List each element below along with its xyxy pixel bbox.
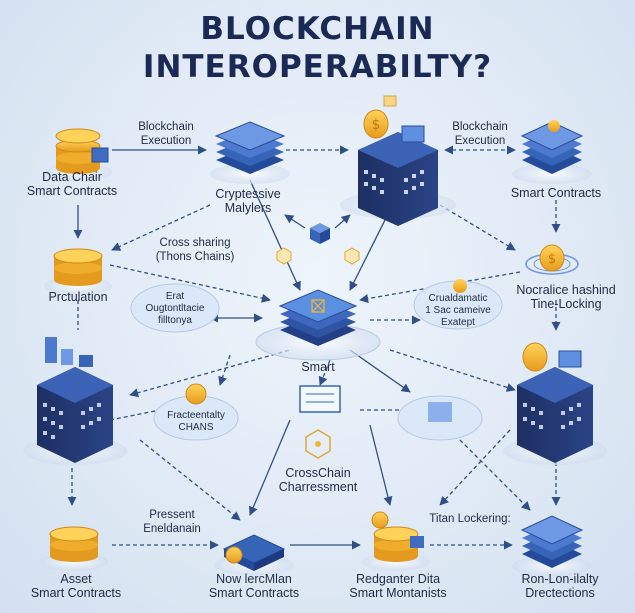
edge [111, 204, 211, 251]
hex-node-icon [276, 247, 292, 265]
small-cube-icon [310, 223, 330, 244]
server-building-icon [23, 337, 127, 465]
node-label: Prctulation [48, 290, 108, 304]
info-bubble [397, 395, 483, 441]
coin-stack-icon [44, 248, 112, 295]
chain-box-icon [299, 385, 341, 413]
edge [349, 349, 411, 393]
edge [449, 429, 531, 511]
central-hub-icon [255, 289, 381, 361]
edge [439, 429, 511, 506]
edge [359, 271, 521, 304]
node-label: Smart [301, 360, 335, 374]
edge [218, 354, 231, 386]
server-building-icon: $ [340, 95, 456, 226]
edge [389, 349, 516, 392]
edge [129, 349, 291, 398]
info-bubble [130, 283, 220, 333]
hex-node-icon [344, 247, 360, 265]
coin-stack-icon [362, 511, 430, 571]
page-title-line-1: BLOCKCHAIN [200, 11, 435, 47]
layer-stack-icon [512, 515, 592, 576]
coin-stack-icon [40, 526, 108, 571]
svg-text:$: $ [548, 252, 556, 267]
edge-label: Titan Lockering: [429, 513, 511, 525]
edge [284, 214, 306, 229]
svg-text:$: $ [372, 117, 381, 133]
coin-stack-icon [44, 128, 112, 181]
layer-stack-icon [512, 120, 592, 184]
edge [439, 204, 516, 251]
edge [318, 359, 331, 386]
layer-stack-icon [210, 121, 290, 184]
info-bubble [413, 279, 503, 330]
chip-icon [214, 534, 294, 575]
edge [139, 439, 241, 521]
node-label: Smart Contracts [510, 186, 602, 200]
server-building-icon [503, 342, 607, 465]
page-title-line-2: INTEROPERABILTY? [142, 49, 493, 85]
edge [248, 419, 291, 516]
edge [249, 179, 301, 291]
edge [109, 409, 161, 421]
edge [369, 424, 393, 506]
info-bubble [153, 383, 239, 441]
network-icon [305, 429, 331, 459]
edge [349, 209, 391, 291]
coin-disc-icon: $ [525, 244, 579, 275]
edge [334, 214, 351, 229]
edge-label: Cross sharing(Thons Chains) [155, 237, 235, 263]
edge [109, 264, 271, 303]
